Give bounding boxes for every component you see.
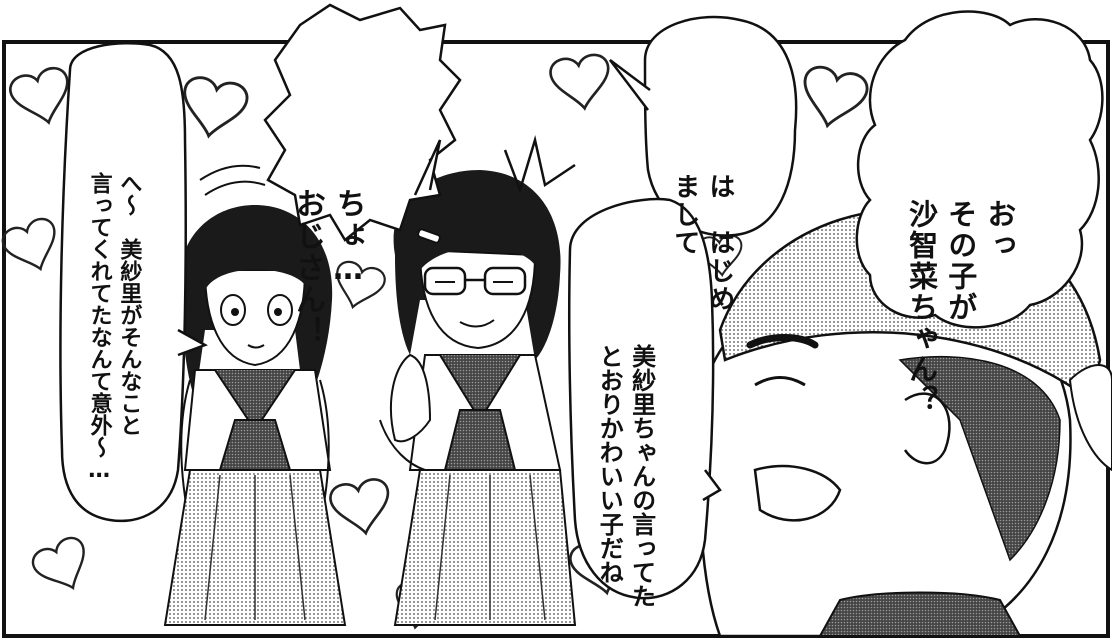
- compliment-line-2: とおりかわいい子だね: [595, 344, 624, 584]
- speech-bubble-shapes: [59, 3, 1104, 600]
- greeting-line-2: まして: [669, 173, 700, 257]
- man-compliment-text: 美紗里ちゃんの言ってた とおりかわいい子だね: [590, 232, 690, 608]
- man-bubble-line-3: 沙智菜ちゃん？: [904, 199, 939, 416]
- compliment-line-1: 美紗里ちゃんの言ってた: [627, 344, 656, 608]
- short-hair-girl: [163, 164, 347, 626]
- man-bubble-text: おっ その子が 沙智菜ちゃん？: [905, 55, 1058, 416]
- shout-line-2: おじさん！: [290, 188, 325, 348]
- glasses-girl: [379, 135, 577, 626]
- short-hair-line-1: へ～ 美紗里がそんなこと: [116, 172, 142, 436]
- man-bubble-line-2: その子が: [943, 199, 978, 323]
- shout-line-1: ちょ…: [330, 188, 366, 289]
- man-bubble-line-1: おっ: [982, 199, 1017, 261]
- glasses-girl-greeting-text: は はじめ まして: [670, 45, 772, 313]
- glasses-girl-shout-text: ちょ… おじさん！: [290, 40, 408, 348]
- short-hair-girl-text: へ～ 美紗里がそんなこと 言ってくれてたなんて意外～…: [83, 72, 173, 512]
- greeting-line-1: は はじめ: [704, 173, 735, 313]
- short-hair-line-2: 言ってくれてたなんて意外～…: [86, 172, 112, 483]
